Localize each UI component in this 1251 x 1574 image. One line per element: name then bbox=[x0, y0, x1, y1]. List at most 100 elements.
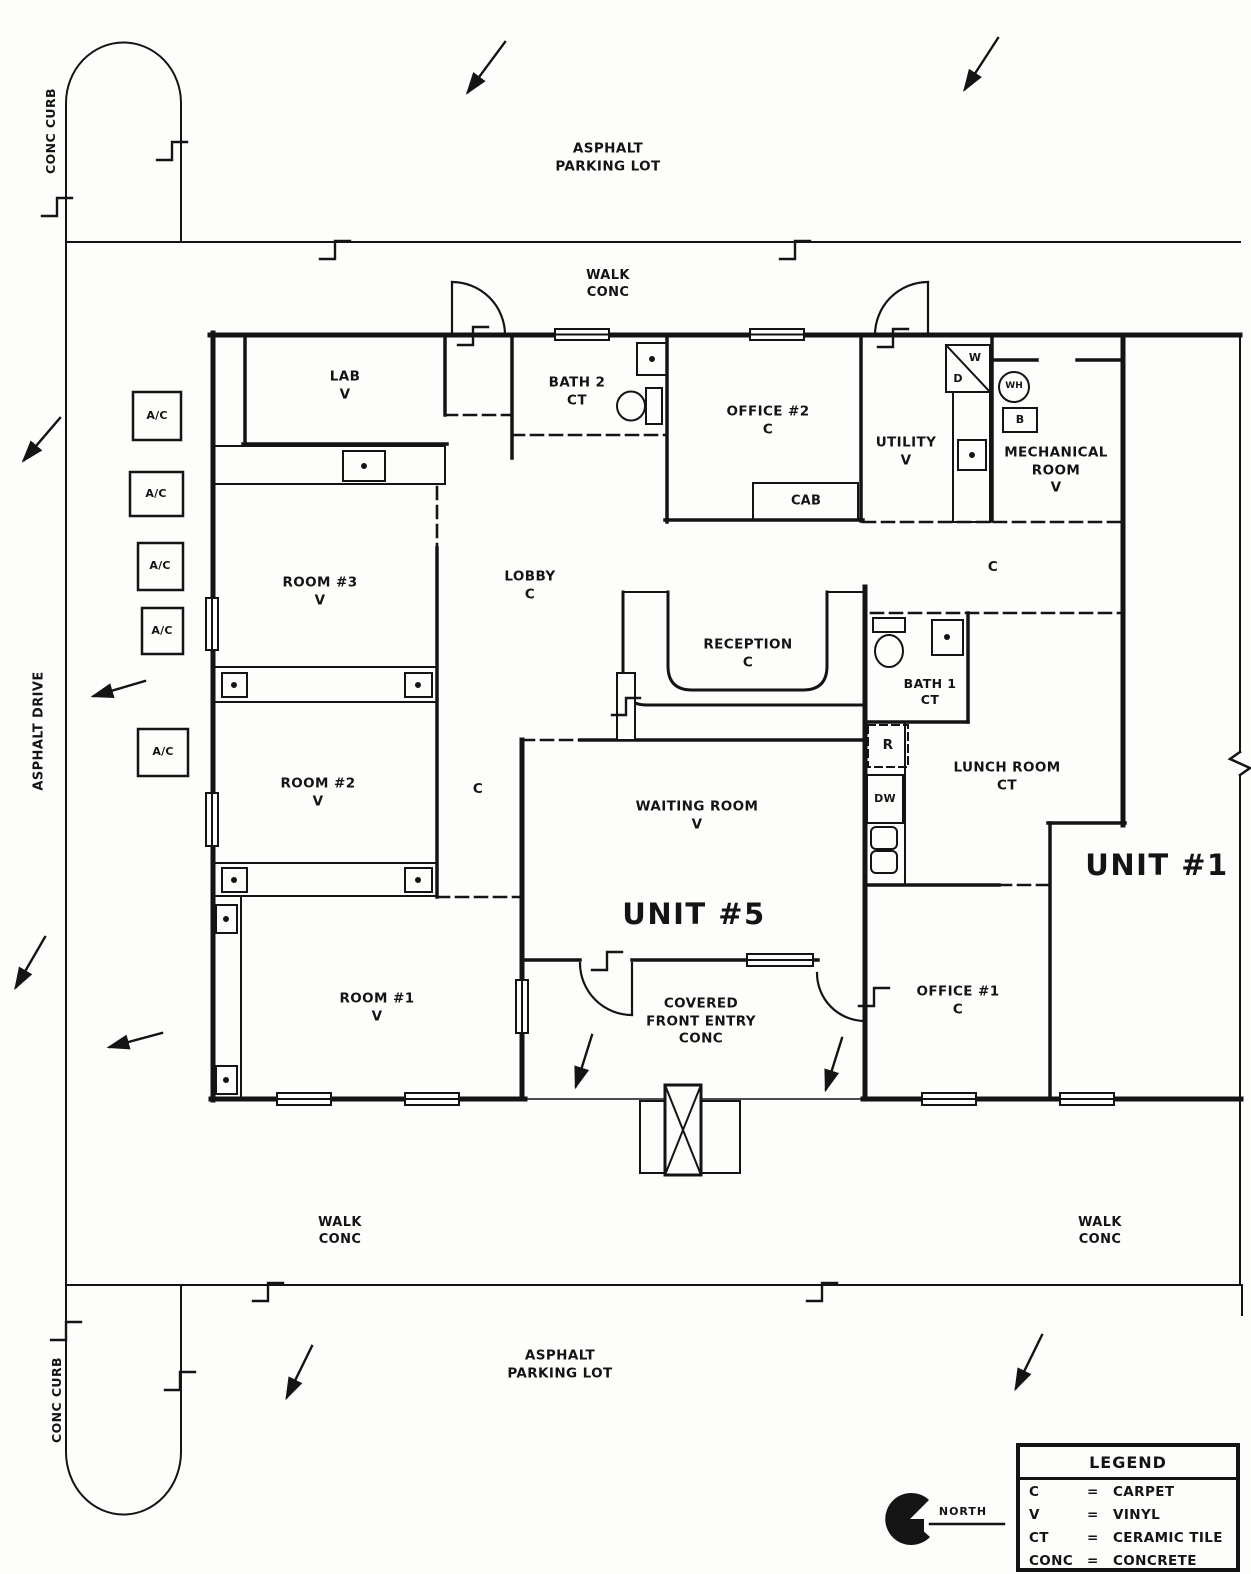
kitchen-sink-bowl bbox=[870, 826, 898, 850]
bath1-sink bbox=[931, 619, 964, 656]
room1-counter bbox=[212, 895, 242, 1099]
washer-dryer-diagonal bbox=[944, 343, 992, 394]
water-heater-label: WH bbox=[1005, 381, 1023, 392]
conc-curb-top-label: CONC CURB bbox=[42, 88, 58, 174]
legend-row: V=VINYL bbox=[1029, 1506, 1161, 1523]
exterior-walls bbox=[207, 330, 1244, 1103]
sink bbox=[404, 672, 433, 698]
kitchen-sink-bowl bbox=[870, 850, 898, 874]
north-label: NORTH bbox=[938, 1504, 988, 1518]
ac-box bbox=[128, 470, 185, 518]
ac-box bbox=[140, 606, 185, 656]
ac-label: A/C bbox=[149, 558, 171, 572]
bath2-toilet-bowl bbox=[616, 390, 646, 422]
dashed-lines bbox=[435, 413, 1125, 899]
boiler-box bbox=[1002, 407, 1038, 433]
lab-counter bbox=[212, 445, 446, 485]
sink bbox=[221, 867, 248, 893]
walk-top-label: WALK CONC bbox=[586, 268, 630, 300]
refrigerator-box bbox=[867, 724, 909, 768]
cabinet-box bbox=[752, 482, 859, 521]
unit1-label: UNIT #1 bbox=[1085, 848, 1229, 883]
parking-lot-top-label: ASPHALT PARKING LOT bbox=[555, 140, 660, 175]
doors bbox=[450, 280, 930, 1023]
match-line-marks bbox=[40, 140, 910, 1392]
ac-box bbox=[131, 390, 183, 442]
ac-label: A/C bbox=[152, 744, 174, 758]
bath1-toilet-tank bbox=[872, 617, 906, 633]
legend: LEGEND C=CARPET V=VINYL CT=CERAMIC TILE … bbox=[1016, 1443, 1240, 1572]
boiler-label: B bbox=[1015, 412, 1025, 426]
lab-sink bbox=[342, 450, 386, 482]
ac-label: A/C bbox=[151, 623, 173, 637]
traffic-arrows bbox=[14, 36, 1044, 1401]
door-swing-arc bbox=[450, 280, 507, 337]
parking-top-line1: ASPHALT bbox=[572, 140, 644, 157]
hall-floor-code-upper: C bbox=[987, 559, 999, 576]
conc-curb-island-top bbox=[65, 41, 182, 243]
water-heater-circle bbox=[998, 371, 1030, 403]
sink bbox=[215, 1065, 238, 1095]
utility-sink bbox=[957, 439, 987, 471]
windows bbox=[205, 328, 1115, 1106]
walk-bottom-left-label: WALK CONC bbox=[318, 1215, 362, 1247]
room2-counter bbox=[212, 862, 438, 897]
ac-label: A/C bbox=[146, 408, 168, 422]
fixtures bbox=[128, 342, 1038, 778]
conc-curb-bottom-label: CONC CURB bbox=[48, 1357, 64, 1443]
legend-title: LEGEND bbox=[1020, 1447, 1236, 1480]
washer-dryer-box bbox=[945, 344, 991, 393]
legend-row: C=CARPET bbox=[1029, 1483, 1175, 1500]
hall-floor-code-lower: C bbox=[472, 781, 484, 798]
walk-bottom-right-label: WALK CONC bbox=[1078, 1215, 1122, 1247]
bath1-toilet-bowl bbox=[874, 634, 904, 668]
conc-curb-island-bottom bbox=[65, 1284, 182, 1516]
ac-label: A/C bbox=[145, 486, 167, 500]
refrigerator-label: R bbox=[882, 737, 894, 754]
dishwasher-label: DW bbox=[874, 791, 896, 805]
bath2-toilet-tank bbox=[645, 387, 663, 425]
unit5-label: UNIT #5 bbox=[622, 897, 766, 932]
sink bbox=[215, 904, 238, 934]
interior-walls bbox=[241, 335, 1127, 1101]
ac-box bbox=[136, 541, 185, 592]
bath2-sink bbox=[636, 342, 668, 376]
sink bbox=[221, 672, 248, 698]
sink bbox=[404, 867, 433, 893]
entry-structures bbox=[524, 1083, 866, 1177]
parking-top-line2: PARKING LOT bbox=[555, 158, 661, 174]
asphalt-drive-label: ASPHALT DRIVE bbox=[31, 671, 47, 791]
door-swing-arc bbox=[815, 971, 867, 1023]
cab-label: CAB bbox=[790, 493, 822, 509]
washer-label: W bbox=[968, 350, 982, 364]
door-swing-arc bbox=[873, 280, 930, 337]
dryer-label: D bbox=[953, 371, 963, 385]
legend-row: CT=CERAMIC TILE bbox=[1029, 1529, 1223, 1546]
casework bbox=[212, 391, 991, 1099]
door-swing-arc bbox=[578, 961, 634, 1017]
north-arrow bbox=[885, 1492, 1006, 1545]
ac-box bbox=[136, 727, 190, 778]
parking-lot-bottom-label: ASPHALT PARKING LOT bbox=[507, 1347, 613, 1381]
break-symbol bbox=[1227, 750, 1251, 777]
room3-counter bbox=[212, 666, 438, 703]
legend-row: CONC=CONCRETE bbox=[1029, 1552, 1197, 1569]
dishwasher-box bbox=[866, 774, 904, 824]
